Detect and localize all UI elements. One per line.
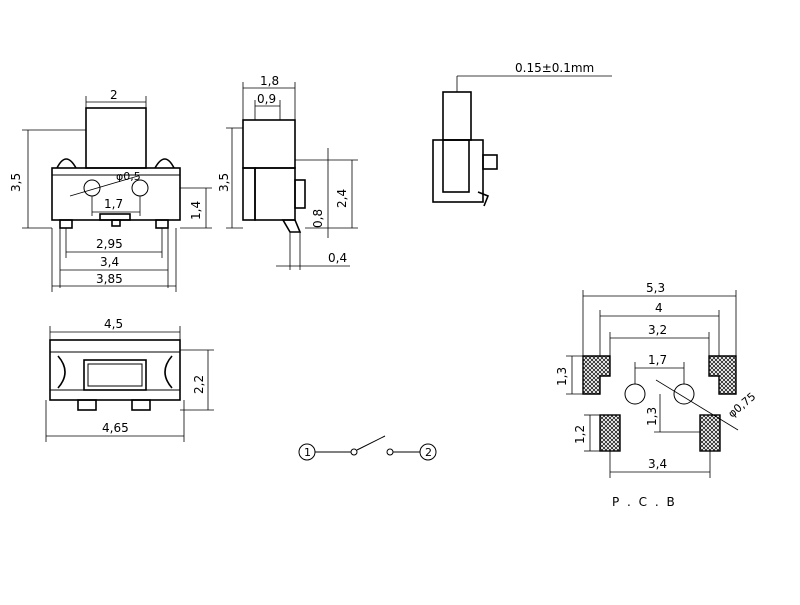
front-view: 2 3,5 φ0,5 1,7 1,4 2,95 3,4 3,85 — [9, 88, 212, 292]
pad-top-left — [582, 355, 611, 395]
detail-tab — [482, 154, 498, 170]
detail-view: 0.15±0.1mm — [432, 61, 612, 207]
dim-front-w-outer: 3,85 — [96, 272, 123, 286]
dim-pcb-w-outer: 5,3 — [646, 281, 665, 295]
dim-top-w-top: 4,5 — [104, 317, 123, 331]
foot-right — [155, 219, 169, 229]
pad-bottom-right — [699, 414, 721, 452]
dim-side-h-a: 2,4 — [335, 189, 349, 208]
detail-note: 0.15±0.1mm — [515, 61, 594, 75]
pcb-title: P . C . B — [612, 495, 677, 509]
top-outline — [49, 339, 181, 401]
dim-front-hole-dia: φ0,5 — [116, 170, 141, 183]
pcb-hole-left — [624, 383, 646, 405]
side-tab — [294, 179, 306, 209]
side-view: 1,8 0,9 3,5 2,4 0,8 0,4 — [217, 74, 358, 270]
dim-front-hole-pitch: 1,7 — [104, 197, 123, 211]
dim-front-side-height: 1,4 — [189, 201, 203, 220]
dim-pcb-hole-offset: 1,3 — [645, 407, 659, 426]
pin-2-label: 2 — [425, 446, 432, 459]
left-bump — [56, 158, 77, 169]
pad-top-right — [708, 355, 737, 395]
pin-1-label: 1 — [304, 446, 311, 459]
dim-top-height: 2,2 — [192, 375, 206, 394]
dim-side-height: 3,5 — [217, 173, 231, 192]
dim-front-height: 3,5 — [9, 173, 23, 192]
dim-pcb-pad-h-top: 1,3 — [555, 367, 569, 386]
dim-pcb-hole-pitch: 1,7 — [648, 353, 667, 367]
top-view: 4,5 2,2 4,65 — [45, 317, 214, 442]
dim-pcb-w-bottom: 3,4 — [648, 457, 667, 471]
dim-side-w-step: 0,9 — [257, 92, 276, 106]
foot-left — [59, 219, 73, 229]
detail-lead — [477, 191, 490, 207]
dim-side-w-total: 1,8 — [260, 74, 279, 88]
detail-plunger — [442, 91, 472, 141]
side-top — [242, 119, 296, 169]
right-bump — [154, 158, 175, 169]
dim-front-width-top: 2 — [110, 88, 118, 102]
side-left — [242, 167, 256, 221]
dim-side-w-tab: 0,4 — [328, 251, 347, 265]
schematic: 1 2 — [298, 435, 437, 461]
pin-2-circle — [419, 443, 437, 461]
dim-pcb-w-pad-gap: 4 — [655, 301, 663, 315]
dim-front-w-mid: 3,4 — [100, 255, 119, 269]
dim-side-h-b: 0,8 — [311, 209, 325, 228]
plunger-outline — [85, 107, 147, 169]
dim-top-w-bottom: 4,65 — [102, 421, 129, 435]
foot-mid — [111, 219, 121, 227]
side-lead — [281, 219, 302, 233]
top-left-curve — [57, 355, 66, 389]
detail-inner — [442, 139, 470, 193]
pcb-layout: 5,3 4 3,2 1,7 1,3 1,3 1,2 φ0,75 — [555, 281, 758, 509]
contact-2 — [386, 448, 394, 456]
pad-bottom-left — [599, 414, 621, 452]
dim-front-w-inner: 2,95 — [96, 237, 123, 251]
switch-lever — [356, 435, 386, 451]
side-body — [254, 167, 296, 221]
top-button — [83, 359, 147, 391]
top-right-curve — [164, 355, 173, 389]
contact-1 — [350, 448, 358, 456]
inner-block — [99, 213, 131, 221]
top-foot-right — [131, 399, 151, 411]
dim-pcb-pad-h-bottom: 1,2 — [573, 425, 587, 444]
dim-pcb-w-inner: 3,2 — [648, 323, 667, 337]
top-foot-left — [77, 399, 97, 411]
